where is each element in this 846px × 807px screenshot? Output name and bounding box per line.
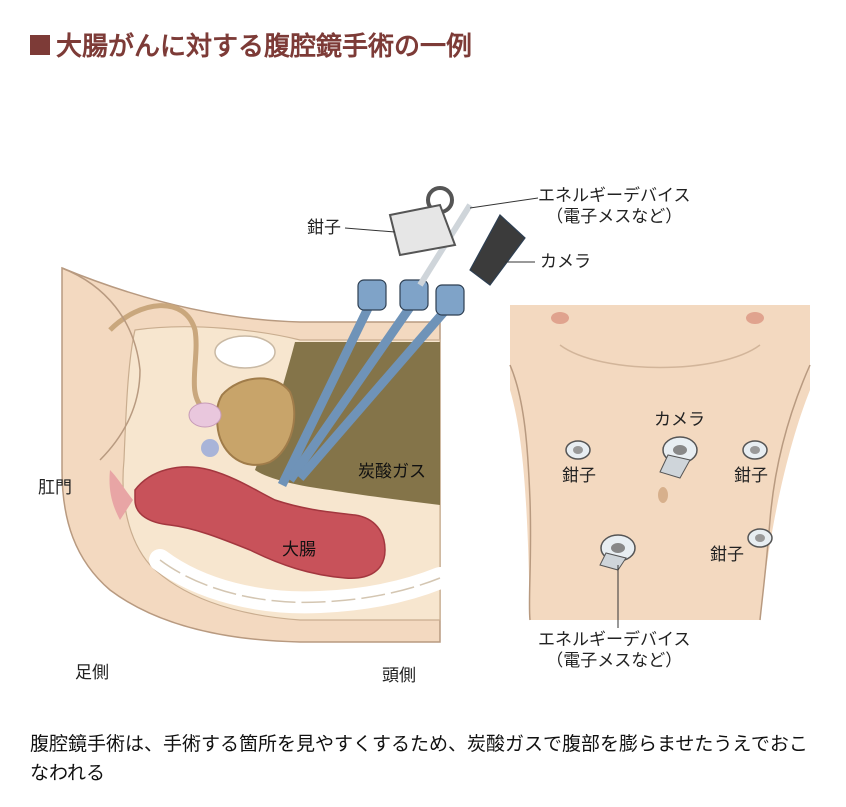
label-anus: 肛門: [38, 478, 72, 498]
torso-outline-left: [509, 364, 532, 621]
camera-instrument: [296, 214, 526, 481]
nipple-right: [746, 312, 764, 324]
port-forceps-lower: [747, 528, 773, 548]
forceps-instrument: [277, 279, 387, 487]
port-forceps-right: [742, 440, 768, 460]
buttock: [61, 267, 141, 461]
seminal-vesicle: [201, 439, 219, 457]
label-energy-bottom-line1: エネルギーデバイス: [538, 630, 691, 650]
label-forceps-top: 鉗子: [307, 218, 341, 238]
torso-skin: [510, 305, 810, 620]
label-forceps-lower: 鉗子: [710, 545, 744, 565]
label-foot-side: 足側: [75, 663, 109, 683]
label-co2: 炭酸ガス: [358, 462, 426, 482]
page-title: 大腸がんに対する腹腔鏡手術の一例: [30, 26, 472, 63]
nipple-left: [551, 312, 569, 324]
label-energy-bottom-line2: （電子メスなど）: [546, 651, 683, 672]
title-bullet: [30, 34, 50, 55]
chest-line: [559, 344, 761, 369]
label-colon: 大腸: [282, 540, 316, 560]
leader-energy: [469, 197, 539, 209]
label-energy-top-line2: （電子メスなど）: [546, 207, 683, 228]
port-camera: [659, 436, 698, 479]
label-energy-bottom: エネルギーデバイス （電子メスなど）: [538, 630, 691, 673]
label-camera-port: カメラ: [654, 410, 705, 430]
label-forceps-right: 鉗子: [734, 466, 768, 486]
urethra: [108, 303, 207, 412]
spine-edge: [159, 559, 441, 604]
leader-forceps: [344, 227, 396, 233]
label-head-side: 頭側: [382, 666, 416, 686]
label-energy-top: エネルギーデバイス （電子メスなど）: [538, 186, 691, 229]
pubic-bone: [214, 335, 276, 369]
port-energy-device: [599, 534, 636, 571]
navel: [658, 487, 668, 503]
title-text: 大腸がんに対する腹腔鏡手術の一例: [56, 32, 473, 62]
label-forceps-left: 鉗子: [562, 466, 596, 486]
port-forceps-left: [565, 440, 591, 460]
caption: 腹腔鏡手術は、手術する箇所を見やすくするため、炭酸ガスで腹部を膨らませたうえでお…: [30, 733, 808, 785]
prostate: [188, 402, 222, 428]
label-camera-top: カメラ: [540, 252, 591, 272]
anal-canal: [109, 470, 133, 520]
label-energy-top-line1: エネルギーデバイス: [538, 186, 691, 206]
colon: [134, 466, 386, 579]
torso-outline-right: [759, 364, 811, 621]
forceps-handle: [388, 203, 457, 257]
